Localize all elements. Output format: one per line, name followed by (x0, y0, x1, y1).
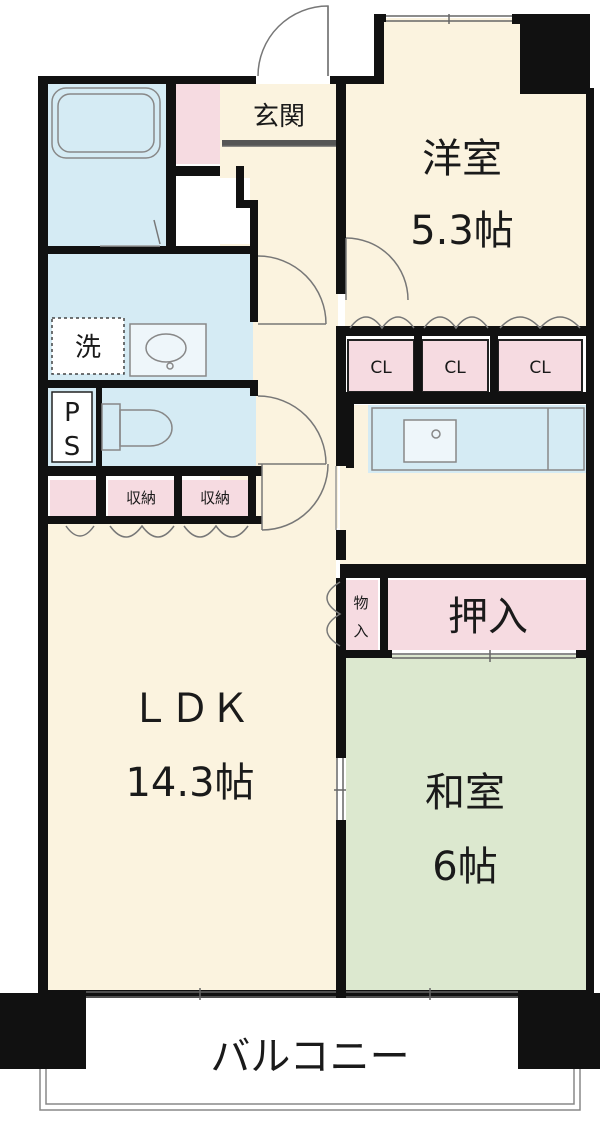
walls (0, 14, 600, 1069)
ps-label-p: P (64, 398, 80, 428)
japanese-room-size: 6帖 (432, 844, 497, 890)
japanese-room-floor (346, 655, 588, 990)
ldk-size: 14.3帖 (125, 760, 254, 806)
kitchen-sink (403, 419, 457, 463)
monoire-label-2: 入 (353, 622, 368, 640)
storage-areas (50, 84, 586, 650)
entrance-floor (220, 84, 338, 148)
washing-machine (51, 317, 125, 375)
monoire-label-1: 物 (353, 594, 368, 612)
ldk-name: ＬＤＫ (130, 686, 250, 732)
door-swings (65, 5, 581, 647)
balcony-label: バルコニー (210, 1034, 409, 1080)
toilet (101, 403, 173, 451)
shuno-label-2: 収納 (200, 489, 230, 507)
balcony-floor (40, 995, 576, 1110)
windows (86, 14, 576, 1000)
storage-shuno-2 (182, 480, 248, 516)
ps-label-s: S (64, 432, 81, 462)
balcony-rail (39, 1069, 581, 1111)
washroom-label: 洗 (75, 333, 101, 363)
fixtures (51, 87, 585, 471)
bathtub (51, 87, 161, 159)
kitchen-counter-floor (368, 405, 588, 473)
western-room-floor (345, 18, 588, 330)
storage-shuno-1 (108, 480, 174, 516)
oshiire-label: 押入 (448, 594, 528, 640)
western-room-size: 5.3帖 (410, 208, 514, 254)
western-room-name: 洋室 (422, 136, 502, 182)
monoire-storage (345, 580, 378, 650)
storage-small-left (50, 480, 96, 516)
closet-label-2: CL (444, 358, 466, 378)
entrance-label: 玄関 (253, 102, 305, 132)
closet-label-1: CL (370, 358, 392, 378)
japanese-room-name: 和室 (425, 770, 505, 816)
ldk-floor (46, 520, 336, 990)
shuno-label-1: 収納 (126, 489, 156, 507)
closet-label-3: CL (529, 358, 551, 378)
shoe-storage (176, 84, 220, 164)
labels: 洋室 5.3帖 玄関 洗 P S CL CL CL 収納 収納 物 入 押入 Ｌ… (64, 102, 551, 1080)
ps-box (51, 391, 93, 463)
oshiire-storage (388, 580, 586, 650)
